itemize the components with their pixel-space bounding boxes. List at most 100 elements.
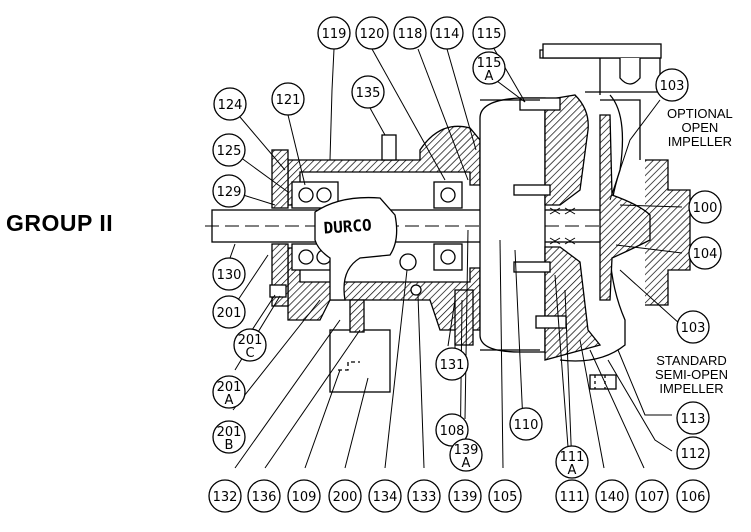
callout-129: 129	[212, 174, 246, 208]
callout-104: 104	[688, 236, 722, 270]
impeller	[599, 114, 651, 301]
gland-bolt-upper	[513, 184, 551, 196]
callout-circle	[407, 479, 441, 513]
callout-label: 106	[681, 490, 706, 505]
callout-131: 131	[435, 347, 469, 381]
callout-label: 134	[373, 490, 398, 505]
bearing-foot	[329, 329, 391, 393]
callout-132: 132	[208, 479, 242, 513]
callout-circle	[213, 87, 247, 121]
callout-circle	[368, 479, 402, 513]
callout-label: 201	[238, 333, 263, 348]
callout-133: 133	[407, 479, 441, 513]
callout-label: 115	[477, 27, 502, 42]
callout-label: 201	[217, 425, 242, 440]
callout-107: 107	[635, 479, 669, 513]
callout-circle	[393, 16, 427, 50]
callout-200: 200	[328, 479, 362, 513]
frame-casting	[314, 196, 398, 301]
callout-label: 125	[217, 144, 242, 159]
callout-circle	[287, 479, 321, 513]
callout-115: 115	[472, 16, 506, 50]
callout-sublabel: A	[462, 456, 471, 471]
callout-111: 111	[555, 479, 589, 513]
suction-nozzle	[645, 159, 691, 306]
callout-113: 113	[676, 401, 710, 435]
callout-circle	[435, 347, 469, 381]
callout-circle	[328, 479, 362, 513]
callout-circle	[488, 479, 522, 513]
callout-130: 130	[212, 257, 246, 291]
callout-circle	[555, 445, 589, 479]
callout-circle	[595, 479, 629, 513]
callout-circle	[688, 190, 722, 224]
callout-label: 132	[213, 490, 238, 505]
callout-103top: 103	[655, 68, 689, 102]
callout-label: 103	[660, 79, 685, 94]
callout-label: 129	[217, 185, 242, 200]
callout-circle	[212, 375, 246, 409]
callout-circle	[676, 310, 710, 344]
note-line: IMPELLER	[667, 134, 733, 149]
callout-label: 113	[681, 412, 706, 427]
callout-circle	[509, 407, 543, 441]
callout-label: 140	[600, 490, 625, 505]
callout-circle	[208, 479, 242, 513]
gland-bolt-lower	[513, 261, 551, 273]
callout-label: 110	[514, 418, 539, 433]
group-title: GROUP II	[6, 210, 114, 236]
callout-119: 119	[317, 16, 351, 50]
callout-sublabel: C	[245, 346, 254, 361]
note-optional-impeller: OPTIONAL OPEN IMPELLER	[667, 107, 733, 149]
durco-logo-text: DURCO	[323, 215, 372, 237]
callout-label: 114	[435, 27, 460, 42]
callout-circle	[212, 174, 246, 208]
callout-circle	[448, 479, 482, 513]
sight-glass	[399, 253, 417, 271]
callout-label: 105	[493, 490, 518, 505]
callout-sublabel: A	[485, 69, 494, 84]
callout-circle	[655, 68, 689, 102]
callout-circle	[449, 438, 483, 472]
note-line: SEMI-OPEN	[655, 367, 728, 382]
adapter	[479, 97, 546, 353]
callout-139: 139	[448, 479, 482, 513]
callout-circle	[212, 295, 246, 329]
callout-sublabel: B	[225, 438, 234, 453]
callout-label: 201	[217, 306, 242, 321]
casing-drain	[589, 374, 617, 390]
callout-201: 201	[212, 295, 246, 329]
callout-112: 112	[676, 436, 710, 470]
note-standard-impeller: STANDARD SEMI-OPEN IMPELLER	[655, 354, 728, 396]
callout-circle	[212, 133, 246, 167]
callout-label: 115	[477, 56, 502, 71]
callout-circle	[635, 479, 669, 513]
callout-124: 124	[213, 87, 247, 121]
callout-label: 112	[681, 447, 706, 462]
callout-label: 201	[217, 380, 242, 395]
callout-118: 118	[393, 16, 427, 50]
callout-circle	[430, 16, 464, 50]
callout-label: 100	[693, 201, 718, 216]
callout-label: 111	[560, 450, 585, 465]
oil-fill-plug	[381, 134, 397, 161]
callout-sublabel: A	[225, 393, 234, 408]
callout-circle	[212, 257, 246, 291]
inboard-bearing	[433, 181, 463, 271]
callout-140: 140	[595, 479, 629, 513]
callout-121: 121	[271, 82, 305, 116]
callout-label: 200	[333, 490, 358, 505]
callout-135: 135	[351, 75, 385, 109]
callout-label: 130	[217, 268, 242, 283]
packing-rings	[549, 207, 576, 245]
callout-134: 134	[368, 479, 402, 513]
callout-label: 133	[412, 490, 437, 505]
callout-circle	[355, 16, 389, 50]
callout-circle	[676, 401, 710, 435]
callout-circle	[676, 479, 710, 513]
callout-label: 120	[360, 27, 385, 42]
